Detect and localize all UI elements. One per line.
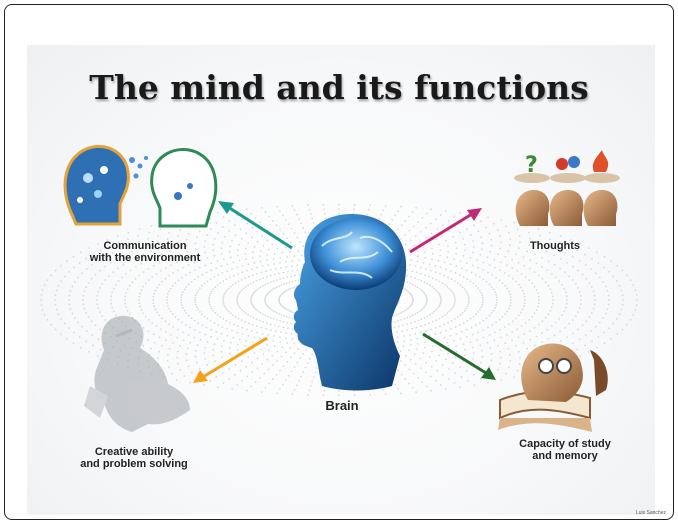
- creative-figure-icon: [84, 315, 190, 432]
- communication-heads-icon: [63, 144, 218, 228]
- arrow-to-creative: [193, 336, 268, 383]
- thoughts-heads-icon: ?: [514, 150, 620, 226]
- label-thoughts: Thoughts: [529, 240, 581, 252]
- credit-text: Luis Sanchez: [635, 510, 666, 516]
- label-study: Capacity of study and memory: [519, 438, 611, 462]
- label-communication: Communication with the environment: [89, 240, 201, 264]
- arrow-to-communication: [218, 201, 293, 250]
- label-brain: Brain: [325, 398, 359, 413]
- figure-frame: [4, 4, 674, 520]
- arrow-to-thoughts: [409, 208, 482, 254]
- study-book-icon: [498, 343, 608, 432]
- brain-head-icon: [293, 214, 407, 391]
- svg-text:?: ?: [525, 153, 538, 178]
- diagram-title: The mind and its functions: [89, 68, 589, 107]
- arrow-to-study: [422, 332, 496, 380]
- label-creative: Creative ability and problem solving: [80, 446, 188, 470]
